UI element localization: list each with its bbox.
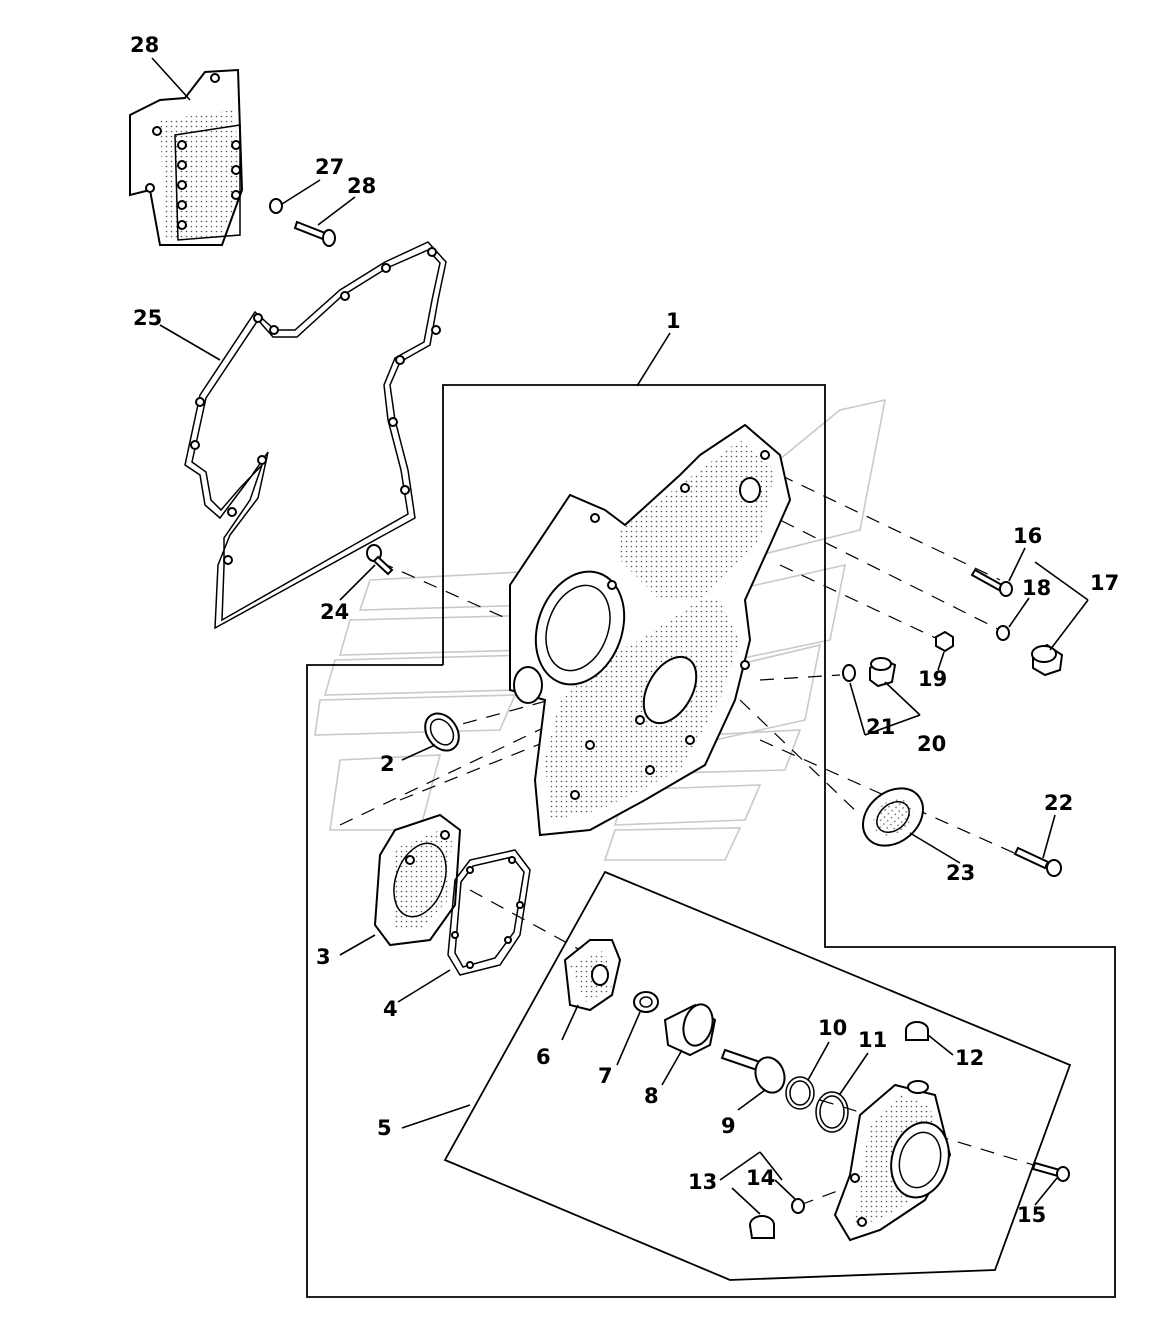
callout-7: 7 <box>598 1064 613 1088</box>
callout-25: 25 <box>133 306 162 330</box>
seal-part <box>633 991 659 1013</box>
bolt-part <box>1013 846 1062 877</box>
callout-21: 21 <box>866 715 895 739</box>
callout-4: 4 <box>383 997 398 1021</box>
callout-19: 19 <box>918 667 947 691</box>
callout-20: 20 <box>917 732 946 756</box>
callout-3: 3 <box>316 945 331 969</box>
callout-10: 10 <box>818 1016 847 1040</box>
bearing-part <box>663 1003 717 1057</box>
bolt-part <box>1031 1161 1070 1182</box>
callout-8: 8 <box>644 1084 659 1108</box>
front-cover-part <box>509 423 792 837</box>
callout-6: 6 <box>536 1045 551 1069</box>
callout-2: 2 <box>380 752 395 776</box>
retaining-ring-part <box>815 1091 849 1133</box>
callout-13: 13 <box>688 1170 717 1194</box>
oil-seal-part <box>862 787 924 847</box>
bolt-part <box>970 568 1013 597</box>
callout-22: 22 <box>1044 791 1073 815</box>
callout-28: 28 <box>347 174 376 198</box>
front-cover-gasket-part <box>184 241 447 630</box>
group-frame-cover <box>306 384 1116 1298</box>
bolt-part <box>293 220 336 247</box>
callout-labels: 28 27 28 25 1 16 18 17 24 19 21 20 2 22 … <box>130 33 1119 1227</box>
callout-1: 1 <box>666 309 681 333</box>
o-ring-part <box>996 625 1010 641</box>
plug-part <box>1031 643 1064 677</box>
callout-11: 11 <box>858 1028 887 1052</box>
shaft-part <box>720 1048 786 1094</box>
callout-15: 15 <box>1017 1203 1046 1227</box>
seal-ring-part <box>424 712 460 752</box>
o-ring-part <box>842 664 856 682</box>
callout-16: 16 <box>1013 524 1042 548</box>
pump-housing-part <box>833 1080 952 1242</box>
leader-lines <box>151 57 1089 1215</box>
callout-9: 9 <box>721 1114 736 1138</box>
plug-part <box>749 1215 775 1239</box>
nut-part <box>935 630 954 653</box>
callout-27: 27 <box>315 155 344 179</box>
plug-part <box>869 657 897 688</box>
callout-17: 17 <box>1090 571 1119 595</box>
cover-plate-part <box>373 813 462 947</box>
snap-ring-part <box>785 1076 815 1110</box>
timing-housing-part <box>129 68 244 246</box>
impeller-part <box>563 939 622 1012</box>
washer-part <box>269 198 283 214</box>
callout-5: 5 <box>377 1116 392 1140</box>
callout-28: 28 <box>130 33 159 57</box>
callout-14: 14 <box>746 1166 775 1190</box>
plug-part <box>905 1021 929 1041</box>
group-frame-water-pump <box>443 870 1072 1281</box>
o-ring-part <box>791 1198 805 1214</box>
callout-12: 12 <box>955 1046 984 1070</box>
callout-24: 24 <box>320 600 349 624</box>
cover-bolt-part <box>366 544 394 576</box>
callout-18: 18 <box>1022 576 1051 600</box>
callout-23: 23 <box>946 861 975 885</box>
pump-gasket-part <box>447 849 531 976</box>
